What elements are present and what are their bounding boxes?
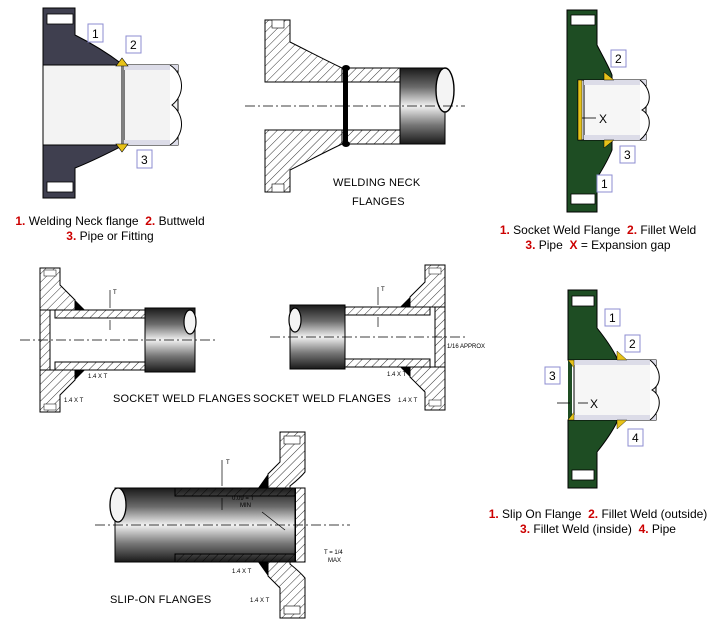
caption-text: Buttweld xyxy=(158,214,205,228)
callout-1: 1 xyxy=(601,177,608,191)
dim-socket-gap: 1/16 APPROX xyxy=(447,344,485,350)
caption-text: Pipe or Fitting xyxy=(79,229,154,243)
dim-slip-min-1: 0.09 = T xyxy=(232,496,254,502)
slip-on-flanges-figure: T 0.09 = T MIN T = 1/4 MAX 1.4 X T 1.4 X… xyxy=(95,431,350,619)
gap-label-x: X xyxy=(590,397,598,411)
caption-text: Welding Neck flange xyxy=(28,214,139,228)
title-welding-neck-line1: WELDING NECK xyxy=(333,177,421,189)
dim-1-4xt-2: 1.4 X T xyxy=(398,398,418,404)
dim-t: T xyxy=(113,290,117,296)
weld-neck-flange-figure: 1 2 3 xyxy=(42,7,182,199)
callout-2: 2 xyxy=(629,337,636,351)
caption-text: Fillet Weld xyxy=(640,223,697,237)
caption-num: 3. xyxy=(520,522,531,536)
dim-slip-max-2: MAX xyxy=(328,558,341,564)
caption-text: Socket Weld Flange xyxy=(513,223,621,237)
dim-t: T xyxy=(381,287,385,293)
dim-1-4xt-2: 1.4 X T xyxy=(64,398,84,404)
caption-num: 1. xyxy=(488,507,499,521)
dim-1-4xt: 1.4 X T xyxy=(232,569,252,575)
dim-t: T xyxy=(226,460,230,466)
caption-weld-neck-line1: 1. Welding Neck flange 2. Buttweld xyxy=(5,214,215,229)
title-welding-neck-line2: FLANGES xyxy=(352,196,405,208)
caption-socket-weld-line1: 1. Socket Weld Flange 2. Fillet Weld xyxy=(488,223,708,238)
caption-num: 2. xyxy=(145,214,156,228)
caption-num: 2. xyxy=(588,507,599,521)
caption-num: 1. xyxy=(15,214,26,228)
callout-3: 3 xyxy=(549,369,556,383)
socket-weld-right-figure: T 1.4 X T 1.4 X T 1/16 APPROX SOCKET WEL… xyxy=(253,264,485,411)
caption-num: 2. xyxy=(627,223,638,237)
callout-1: 1 xyxy=(609,311,616,325)
caption-weld-neck: 1. Welding Neck flange 2. Buttweld 3. Pi… xyxy=(5,214,215,244)
title-socket-left: SOCKET WELD FLANGES xyxy=(113,393,251,405)
caption-text: Fillet Weld (outside) xyxy=(601,507,708,521)
caption-num: 4. xyxy=(638,522,649,536)
callout-3: 3 xyxy=(624,148,631,162)
callout-2: 2 xyxy=(130,38,137,52)
caption-socket-weld: 1. Socket Weld Flange 2. Fillet Weld 3. … xyxy=(488,223,708,253)
caption-text: Pipe xyxy=(651,522,676,536)
title-socket-right: SOCKET WELD FLANGES xyxy=(253,393,391,405)
caption-slip-on: 1. Slip On Flange 2. Fillet Weld (outsid… xyxy=(478,507,718,537)
dim-1-4xt: 1.4 X T xyxy=(88,374,108,380)
callout-2: 2 xyxy=(615,52,622,66)
socket-weld-flange-figure: X 2 3 1 xyxy=(566,9,650,213)
caption-num: 3. xyxy=(525,238,536,252)
dim-1-4xt: 1.4 X T xyxy=(387,372,407,378)
dim-slip-min-2: MIN xyxy=(240,503,251,509)
caption-text: Fillet Weld (inside) xyxy=(533,522,632,536)
caption-num: 3. xyxy=(66,229,77,243)
caption-text: Slip On Flange xyxy=(502,507,582,521)
callout-1: 1 xyxy=(92,27,99,41)
dim-slip-max-1: T = 1/4 xyxy=(324,550,343,556)
socket-weld-left-figure: T 1.4 X T 1.4 X T SOCKET WELD FLANGES xyxy=(20,267,251,413)
caption-text: Pipe xyxy=(538,238,563,252)
caption-text: = Expansion gap xyxy=(580,238,671,252)
dim-1-4xt-2: 1.4 X T xyxy=(250,598,270,604)
gap-label-x: X xyxy=(599,112,607,126)
callout-4: 4 xyxy=(632,431,639,445)
welding-neck-flanges-figure: WELDING NECK FLANGES xyxy=(245,19,465,208)
caption-socket-weld-line2: 3. Pipe X = Expansion gap xyxy=(488,238,708,253)
caption-num: X xyxy=(569,238,578,252)
title-slip-on: SLIP-ON FLANGES xyxy=(110,594,211,606)
caption-slip-on-line1: 1. Slip On Flange 2. Fillet Weld (outsid… xyxy=(478,507,718,522)
caption-num: 1. xyxy=(499,223,510,237)
slip-on-flange-figure: X 1 2 3 4 xyxy=(544,289,660,489)
callout-3: 3 xyxy=(141,153,148,167)
caption-slip-on-line2: 3. Fillet Weld (inside) 4. Pipe xyxy=(478,522,718,537)
caption-weld-neck-line2: 3. Pipe or Fitting xyxy=(5,229,215,244)
